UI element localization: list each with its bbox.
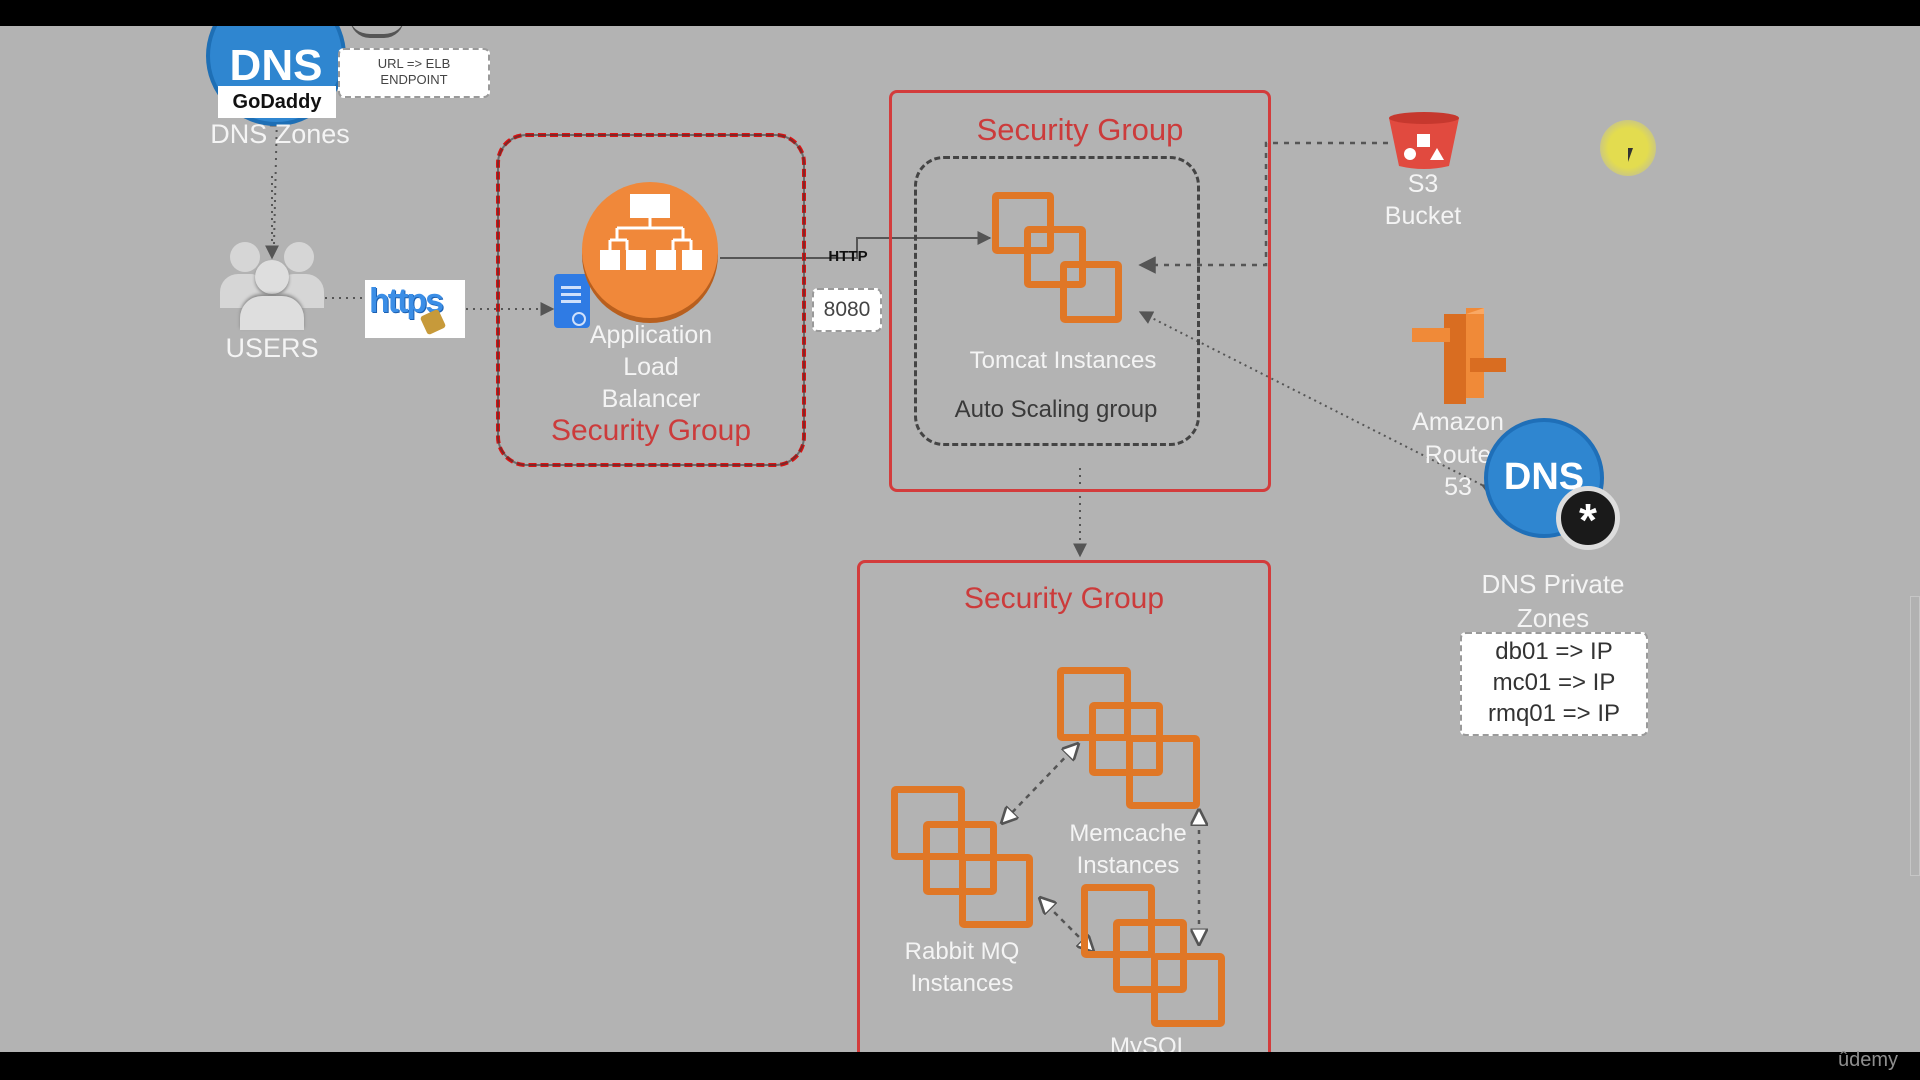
note-line-1: URL => ELB [377, 56, 451, 71]
route53-label-line-1: Amazon [1412, 408, 1504, 436]
hierarchy-glyph [600, 194, 702, 270]
tomcat-instances-label: Tomcat Instances [969, 347, 1157, 374]
asterisk-badge-icon: * [1556, 486, 1620, 550]
users-icon [220, 238, 324, 330]
alb-label: Application Load Balancer [551, 320, 751, 415]
udemy-watermark: ûdemy [1837, 1049, 1898, 1071]
port-8080-badge: 8080 [812, 288, 882, 332]
autoscaling-group-label: Auto Scaling group [954, 396, 1158, 423]
tomcat-security-group [889, 90, 1271, 492]
autoscaling-group [914, 156, 1200, 446]
alb-label-line-3: Balancer [601, 384, 701, 413]
route53-label-line-3: 53 [1444, 473, 1472, 501]
url-elb-note: URL => ELB ENDPOINT [338, 48, 490, 98]
rabbitmq-label: Rabbit MQ Instances [880, 936, 1044, 999]
route53-glyph [1412, 308, 1506, 404]
route53-label-line-2: Route [1424, 440, 1492, 469]
mouse-cursor-icon [1628, 148, 1638, 162]
dns-zones-label: DNS Zones [210, 119, 350, 149]
dns-zones-node: DNS GoDaddy [206, 26, 346, 126]
memcache-rabbit-arrow [1002, 744, 1078, 823]
godaddy-logo: GoDaddy [218, 86, 336, 118]
alb-security-group-title: Security Group [550, 414, 752, 447]
diagram-canvas: DNS GoDaddy URL => ELB ENDPOINT DNS Zone… [0, 26, 1920, 1052]
backend-security-group-title: Security Group [963, 582, 1165, 615]
s3-label-line-2: Bucket [1384, 202, 1462, 230]
memcache-label: Memcache Instances [1040, 818, 1216, 881]
mysql-label: MySQL [1109, 1033, 1190, 1052]
dns-icon-text: DNS [229, 41, 323, 90]
dns-record: rmq01 => IP [1487, 700, 1621, 728]
bucket-glyph [1389, 112, 1459, 169]
rabbitmq-label-line-2: Instances [910, 969, 1014, 997]
tomcat-security-group-title: Security Group [976, 112, 1184, 147]
s3-bucket-icon [1388, 110, 1459, 170]
vertical-scrollbar[interactable] [1910, 596, 1920, 876]
note-line-2: ENDPOINT [380, 71, 448, 87]
alb-to-tomcat-arrow [720, 231, 992, 259]
memcache-label-line-1: Memcache [1069, 820, 1187, 847]
alb-security-group-inner [497, 134, 805, 466]
alb-label-line-1: Application [589, 321, 713, 349]
dns-record: mc01 => IP [1492, 669, 1616, 697]
private-dns-label-line-1: DNS Private [1481, 569, 1625, 599]
s3-label: S3 Bucket [1363, 168, 1483, 232]
rabbitmq-label-line-1: Rabbit MQ [904, 938, 1020, 965]
dns-hand-decoration [350, 26, 404, 38]
https-lock-icon: https [365, 280, 465, 338]
dns-record: db01 => IP [1495, 638, 1613, 665]
backend-security-group [857, 560, 1271, 1052]
users-to-dns-arrow [269, 112, 284, 245]
route53-label: Amazon Route 53 [1388, 406, 1528, 504]
users-label: USERS [225, 333, 319, 363]
load-balancer-icon [582, 182, 718, 318]
route53-icon [1412, 308, 1512, 408]
private-dns-label-line-2: Zones [1516, 602, 1590, 633]
private-dns-label: DNS Private Zones [1446, 568, 1660, 636]
certificate-icon [554, 274, 590, 328]
memcache-label-line-2: Instances [1076, 851, 1180, 879]
private-dns-records: db01 => IP mc01 => IP rmq01 => IP [1460, 632, 1648, 736]
alb-label-line-2: Load [623, 352, 679, 381]
http-label: HTTP [828, 248, 868, 265]
s3-label-line-1: S3 [1407, 170, 1439, 198]
